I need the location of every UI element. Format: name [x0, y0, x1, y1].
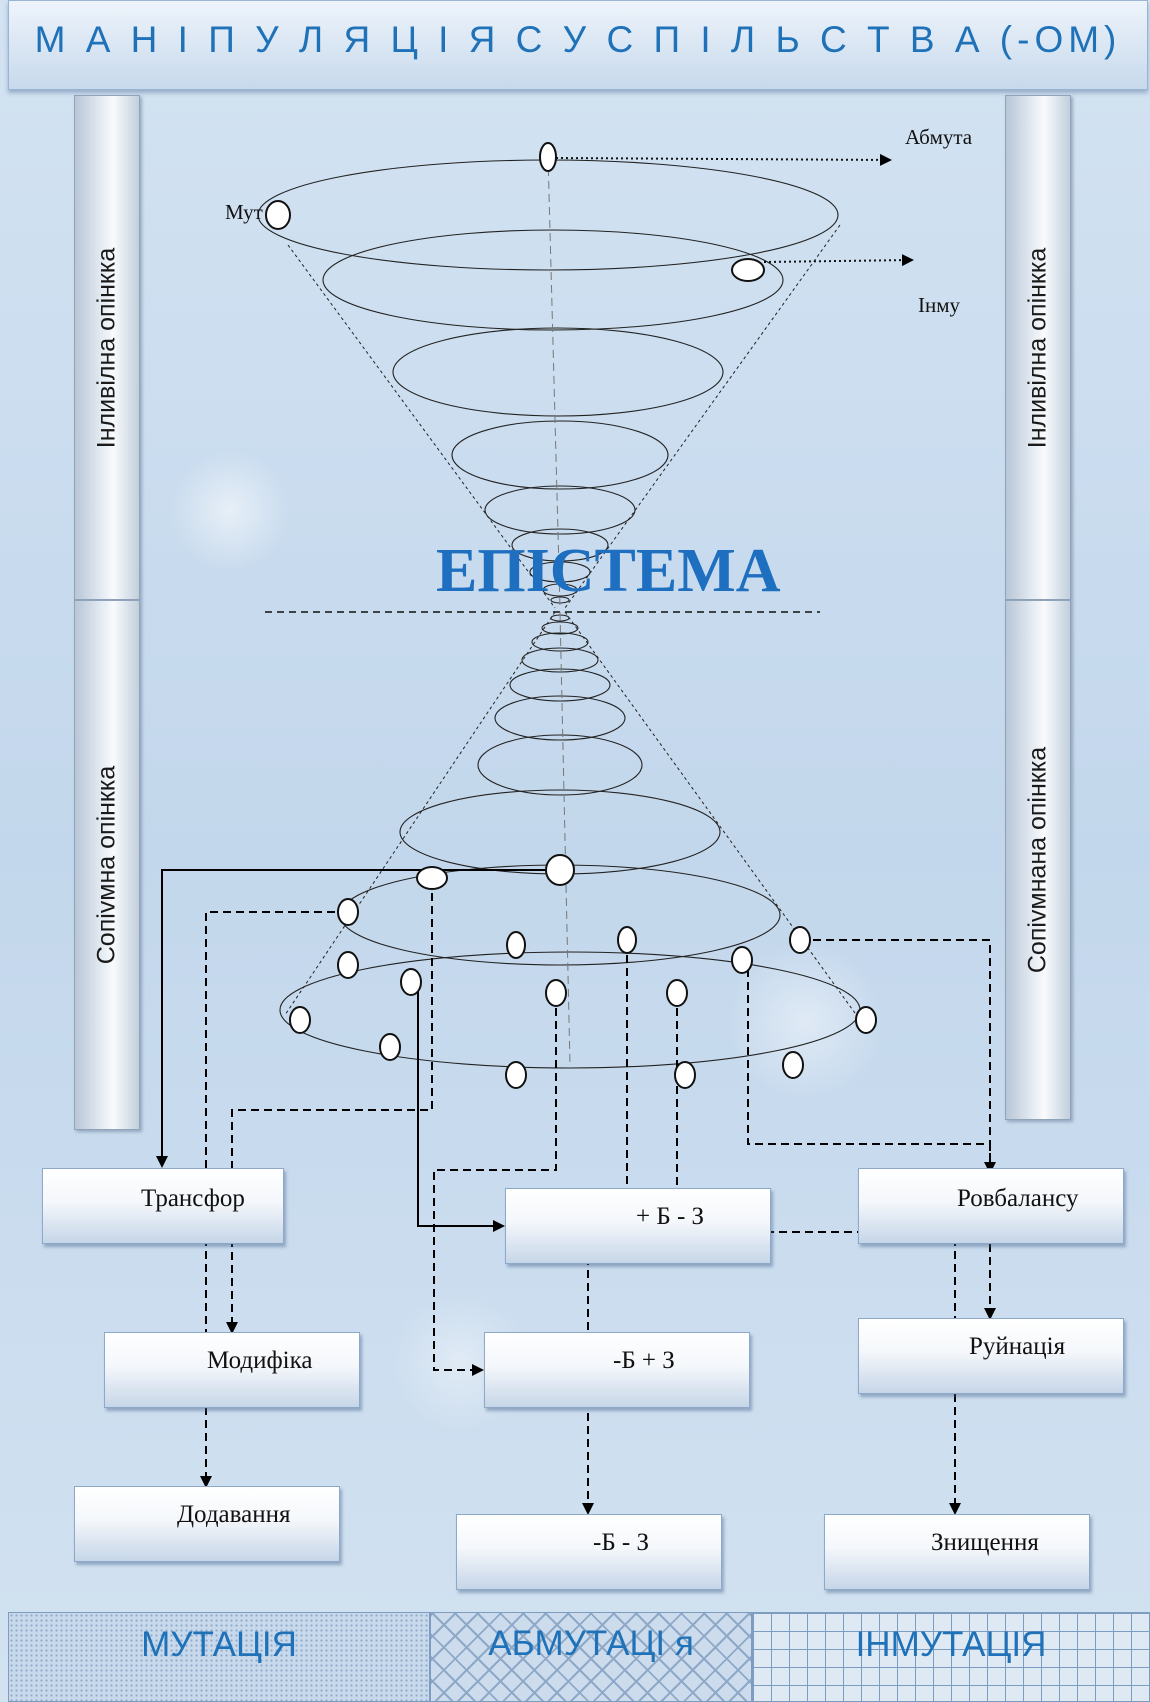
bottom-abmutation-label: АБМУТАЦІ я — [488, 1624, 694, 1663]
pillar-right-bottom: Сопіvмнана опінкка — [1005, 600, 1071, 1120]
label-inmu: Інму — [918, 293, 961, 317]
box-modification: Модифіка — [104, 1332, 360, 1408]
box-destruction-label: Знищення — [931, 1529, 1039, 1556]
box-addition: Додавання — [74, 1486, 340, 1562]
lower-cone — [279, 614, 861, 1069]
box-transformation: Трансфор — [42, 1168, 284, 1244]
page-title: М А Н І П У Л Я Ц І Я С У С П І Л Ь С Т … — [34, 19, 1122, 60]
box-transformation-label: Трансфор — [141, 1185, 245, 1212]
box-addition-label: Додавання — [177, 1501, 291, 1528]
title-bar: М А Н І П У Л Я Ц І Я С У С П І Л Ь С Т … — [8, 0, 1148, 90]
bottom-cell-inmutation: ІНМУТАЦІЯ — [752, 1612, 1150, 1702]
box-minus-b-minus-z: -Б - З — [456, 1514, 722, 1590]
box-ruination: Руйнація — [858, 1318, 1124, 1394]
box-minus-b-plus-z: -Б + З — [484, 1332, 750, 1408]
bottom-mutation-label: МУТАЦІЯ — [141, 1625, 297, 1664]
box-minus-b-plus-z-label: -Б + З — [613, 1347, 675, 1374]
box-destruction: Знищення — [824, 1514, 1090, 1590]
box-plus-b-minus-z: + Б - З — [505, 1188, 771, 1264]
center-label: ЕПІСТЕМА — [436, 537, 781, 605]
bottom-cell-mutation: МУТАЦІЯ — [8, 1612, 430, 1702]
label-mut: Мут — [225, 200, 263, 224]
pillar-left-top: Інливілна опінкка — [74, 95, 140, 600]
pillar-left-bottom: Сопіvмна опінкка — [74, 600, 140, 1130]
bottom-inmutation-label: ІНМУТАЦІЯ — [855, 1625, 1047, 1664]
box-disbalance: Ровбалансу — [858, 1168, 1124, 1244]
pillar-right-top: Інливілна опінкка — [1005, 95, 1071, 600]
box-modification-label: Модифіка — [207, 1347, 313, 1374]
box-minus-b-minus-z-label: -Б - З — [593, 1529, 650, 1556]
box-ruination-label: Руйнація — [969, 1333, 1066, 1360]
box-disbalance-label: Ровбалансу — [957, 1185, 1079, 1212]
bottom-cell-abmutation: АБМУТАЦІ я — [430, 1612, 752, 1702]
box-plus-b-minus-z-label: + Б - З — [636, 1203, 705, 1230]
label-abmuta: Абмута — [905, 125, 973, 149]
